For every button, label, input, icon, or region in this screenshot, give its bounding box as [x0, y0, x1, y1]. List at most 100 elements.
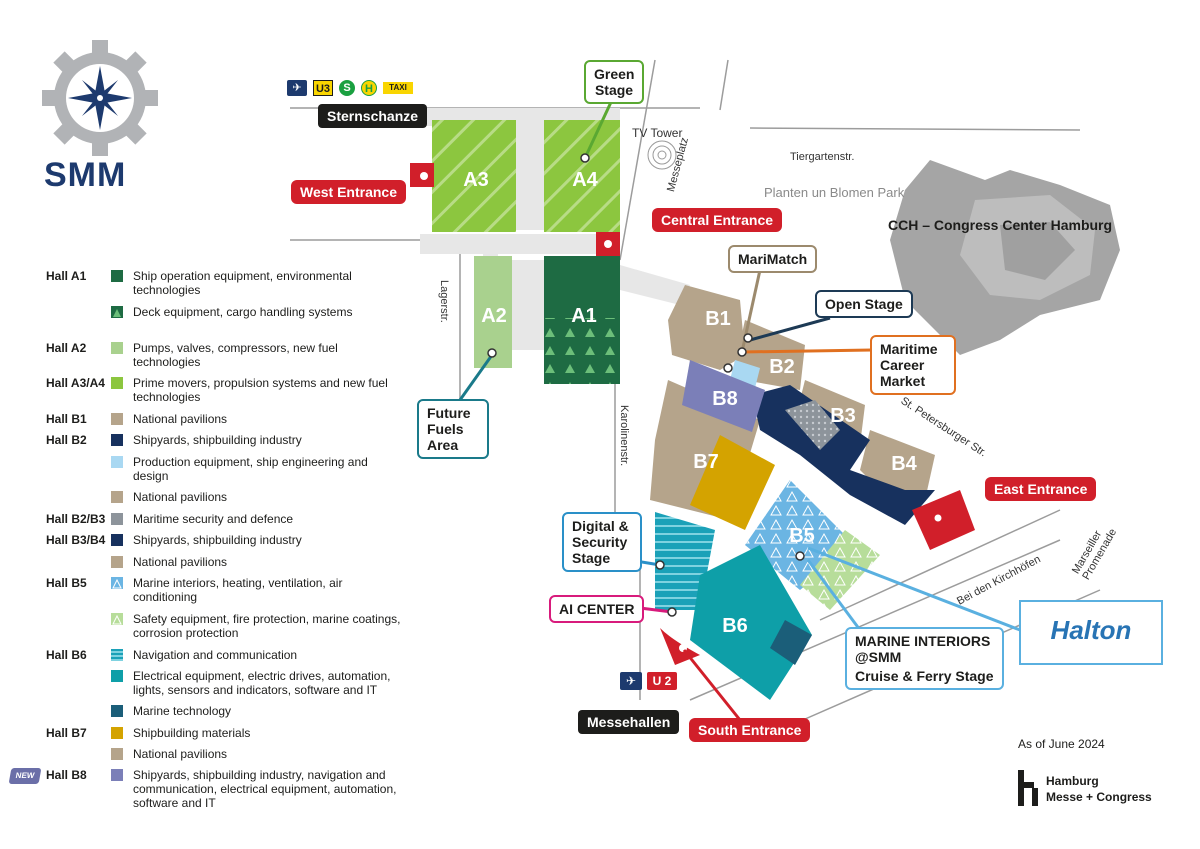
hall-b6-electrical[interactable] [690, 545, 812, 700]
west-entrance-tag[interactable]: West Entrance [291, 180, 406, 204]
south-entrance-tag[interactable]: South Entrance [689, 718, 811, 742]
legend-hall: Hall B8 [46, 768, 87, 782]
swatch [111, 413, 123, 425]
label-b8: B8 [712, 388, 738, 410]
east-entrance-tag[interactable]: East Entrance [985, 477, 1097, 501]
smm-wordmark: SMM [44, 156, 127, 194]
planten-park-label: Planten un Blomen Park [764, 185, 905, 200]
street-tiergarten: Tiergartenstr. [790, 151, 855, 163]
label-b2: B2 [769, 356, 795, 378]
legend-text: Shipyards, shipbuilding industry [133, 533, 302, 547]
legend-text: Navigation and communication [133, 648, 298, 662]
label-b3: B3 [830, 405, 856, 427]
legend-text: National pavilions [133, 412, 228, 426]
smm-logo: SMM [38, 38, 163, 198]
swatch [111, 377, 123, 389]
legend-text: Shipyards, shipbuilding industry [133, 433, 302, 447]
label-b4: B4 [891, 453, 917, 475]
striped-swatch [111, 649, 123, 661]
legend-text: Ship operation equipment, environmental … [133, 269, 352, 297]
h-bus-icon: H [361, 80, 377, 96]
ai-center-callout[interactable]: AI CENTER [549, 595, 645, 623]
legend-hall: Hall B3/B4 [46, 533, 106, 547]
swatch [111, 434, 123, 446]
label-b1: B1 [705, 308, 731, 330]
tv-tower-icon [647, 140, 677, 170]
legend-text: Shipbuilding materials [133, 726, 251, 740]
hall-a4[interactable] [544, 120, 620, 232]
marine-interiors-line1: MARINE INTERIORS [855, 633, 991, 649]
halton-logo: Halton [1050, 615, 1132, 645]
u3-icon: U3 [313, 80, 333, 96]
digital-security-label: Digital & Security Stage [572, 518, 629, 566]
legend-text: Electrical equipment, electric drives, a… [133, 669, 391, 697]
swatch [111, 670, 123, 682]
swatch [111, 748, 123, 760]
green-stage-label: Green Stage [594, 66, 635, 98]
legend-text: Maritime security and defence [133, 512, 294, 526]
swatch [111, 727, 123, 739]
halton-sponsor[interactable]: Halton [1019, 600, 1163, 665]
hall-a3[interactable] [432, 120, 516, 232]
station-sternschanze[interactable]: Sternschanze [318, 104, 428, 128]
airplane-icon: ✈ [287, 80, 307, 96]
callout-leaders [458, 99, 1021, 721]
airplane-icon: ✈ [620, 672, 642, 690]
central-entrance-tag[interactable]: Central Entrance [652, 208, 783, 232]
legend-text: Marine technology [133, 704, 232, 718]
poi-markers [487, 153, 805, 617]
triangle-swatch-icon [111, 306, 123, 318]
legend-text: National pavilions [133, 747, 228, 761]
swatch [111, 705, 123, 717]
green-stage-callout[interactable]: Green Stage [584, 60, 644, 104]
swatch [111, 769, 123, 781]
swatch [111, 491, 123, 503]
future-fuels-callout[interactable]: Future Fuels Area [417, 399, 489, 459]
swatch [111, 342, 123, 354]
marine-interiors-line3: Cruise & Ferry Stage [855, 668, 994, 684]
hall-b7-materials[interactable] [690, 435, 775, 530]
hall-a1-south[interactable] [544, 318, 620, 384]
organizer-line1: Hamburg [1046, 774, 1099, 788]
legend-hall: Hall B7 [46, 726, 87, 740]
hall-b5-safety[interactable] [800, 530, 880, 610]
future-fuels-label: Future Fuels Area [427, 405, 471, 453]
east-entrance-marker[interactable] [912, 490, 975, 550]
legend-text: Prime movers, propulsion systems and new… [133, 376, 388, 404]
hall-b6-marine-tech[interactable] [770, 620, 812, 665]
legend-hall: Hall B6 [46, 648, 87, 662]
open-stage-callout[interactable]: Open Stage [815, 290, 913, 318]
hall-b8[interactable] [682, 360, 765, 432]
marine-interiors-callout[interactable]: MARINE INTERIORS @SMM Cruise & Ferry Sta… [845, 627, 1004, 690]
as-of-date: As of June 2024 [1018, 737, 1105, 751]
legend-hall: Hall B1 [46, 412, 87, 426]
swatch [111, 534, 123, 546]
label-b5: B5 [789, 525, 815, 547]
station-messehallen[interactable]: Messehallen [578, 710, 680, 734]
swatch [111, 270, 123, 282]
digital-security-callout[interactable]: Digital & Security Stage [562, 512, 642, 572]
swatch [111, 556, 123, 568]
label-b7: B7 [693, 451, 719, 473]
legend-hall: Hall B2 [46, 433, 87, 447]
legend-text: Marine interiors, heating, ventilation, … [133, 576, 343, 604]
hall-a1-north[interactable] [544, 256, 620, 318]
walkways [420, 108, 690, 350]
legend-text: Safety equipment, fire protection, marin… [133, 612, 401, 640]
hall-b2-b3-security[interactable] [785, 400, 840, 450]
marine-interiors-line2: @SMM [855, 649, 902, 665]
swatch [111, 456, 123, 468]
legend-text: Pumps, valves, compressors, new fuel tec… [133, 341, 338, 369]
legend-hall: Hall B2/B3 [46, 512, 106, 526]
career-market-callout[interactable]: Maritime Career Market [870, 335, 956, 395]
legend-text: Production equipment, ship engineering a… [133, 455, 368, 483]
hall-b1[interactable] [668, 285, 745, 370]
triangle-swatch-icon [111, 613, 123, 625]
s-bahn-icon: S [339, 80, 355, 96]
triangle-swatch-icon [111, 577, 123, 589]
compass-gear-icon [42, 40, 158, 156]
dotted-swatch [111, 513, 123, 525]
legend-hall: Hall A3/A4 [46, 376, 105, 390]
legend-hall: Hall B5 [46, 576, 87, 590]
marimatch-callout[interactable]: MariMatch [728, 245, 818, 273]
